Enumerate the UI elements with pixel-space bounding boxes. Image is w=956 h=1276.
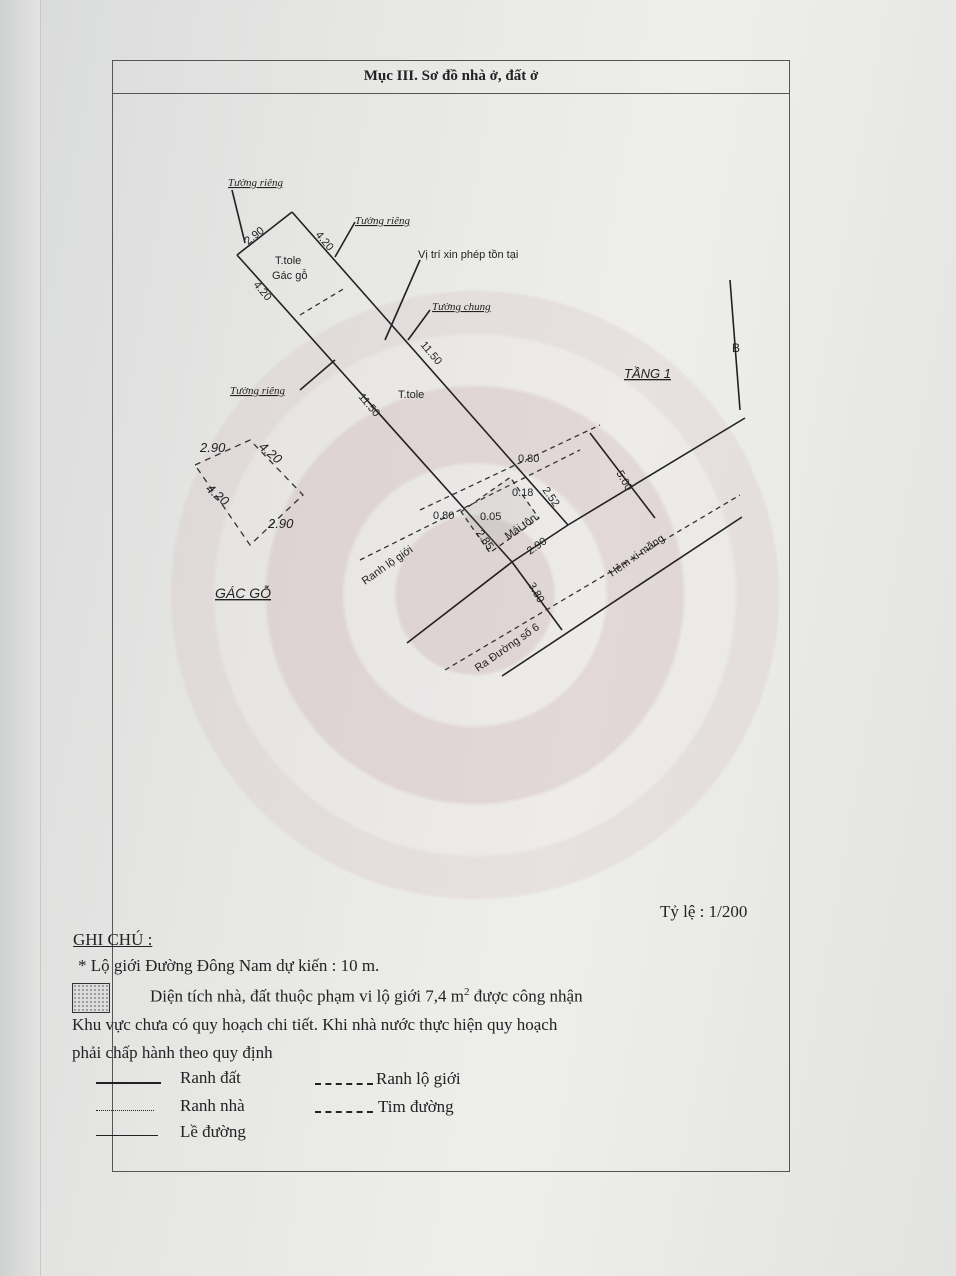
legend-solid-line	[96, 1082, 161, 1084]
label-wall-shared: Tường chung	[432, 301, 491, 313]
road-centerline	[444, 494, 741, 671]
legend-dotted-line	[96, 1110, 154, 1111]
lot-front-edge	[511, 524, 569, 563]
label-permit-location: Vị trí xin phép tồn tại	[418, 249, 518, 261]
label-wall-private-2: Tường riêng	[355, 215, 410, 227]
sketch-dim-c: 4.20	[203, 481, 233, 509]
road-boundary-1	[419, 424, 601, 511]
dim-left-top: 4.20	[251, 279, 274, 303]
sketch-label: GÁC GỖ	[215, 584, 271, 601]
legend-centerline: Tim đường	[378, 1097, 454, 1116]
label-boundary: Ranh lộ giới	[360, 544, 415, 588]
sketch-dim-a: 2.90	[199, 440, 226, 455]
road-boundary-2	[359, 449, 581, 561]
north-label: B	[732, 341, 740, 355]
legend-dashed-line	[315, 1083, 373, 1085]
legend-curb: Lề đường	[180, 1122, 246, 1141]
label-roof-loft: T.tole	[275, 255, 301, 267]
diagram-frame	[112, 60, 790, 1172]
note-area-end: được công nhận	[469, 986, 583, 1006]
page-title: Mục III. Sơ đồ nhà ở, đất ở	[363, 68, 539, 84]
legend-land-boundary: Ranh đất	[180, 1068, 241, 1087]
note-area: Diện tích nhà, đất thuộc phạm vi lộ giới…	[150, 986, 583, 1007]
dim-top-width: 2.90	[242, 225, 266, 248]
page-fold	[0, 0, 41, 1276]
note-area-text: Diện tích nhà, đất thuộc phạm vi lộ giới…	[150, 986, 464, 1006]
legend-house-boundary: Ranh nhà	[180, 1096, 245, 1115]
alley-dim-line	[589, 432, 656, 519]
lot-right-edge	[291, 211, 569, 526]
legend-road-boundary: Ranh lộ giới	[376, 1069, 461, 1088]
legend-dashdot-line	[315, 1111, 373, 1113]
title-bar: Mục III. Sơ đồ nhà ở, đất ở	[112, 60, 790, 94]
notes-heading: GHI CHÚ :	[73, 930, 153, 949]
dim-005: 0.05	[480, 511, 501, 523]
dim-right-long: 11.50	[418, 339, 444, 367]
road-width-line	[511, 561, 563, 631]
label-floor: TẦNG 1	[624, 366, 671, 381]
sketch-dim-d: 2.90	[267, 516, 294, 531]
dim-setback-left: 0.80	[433, 510, 454, 522]
label-wall-private-1: Tường riêng	[228, 177, 283, 189]
lot-left-edge	[236, 254, 513, 563]
awning-area	[460, 476, 540, 554]
label-roof-main: T.tole	[398, 389, 424, 401]
dim-right-top: 4.20	[313, 229, 336, 253]
watermark-seal	[170, 290, 780, 900]
sketch-rect	[194, 439, 304, 546]
alley-edge	[567, 417, 746, 526]
label-road: Ra Đường số 6	[473, 621, 542, 674]
label-loft: Gác gỗ	[272, 269, 307, 282]
note-compliance: phải chấp hành theo quy định	[72, 1043, 273, 1062]
hatched-area-swatch	[72, 983, 110, 1013]
lot-top-edge	[236, 211, 293, 256]
loft-line	[299, 287, 346, 316]
legend-curb-line	[96, 1135, 158, 1136]
dim-018: 0.18	[512, 487, 533, 499]
dim-alley-width: 5.00	[613, 469, 634, 494]
dim-left-long: 11.50	[356, 391, 382, 419]
note-planning: Khu vực chưa có quy hoạch chi tiết. Khi …	[72, 1015, 558, 1034]
note-area-sup: 2	[464, 986, 470, 998]
dim-setback-right: 0.80	[518, 453, 539, 465]
curb-line	[501, 516, 743, 677]
note-road-width: * Lộ giới Đường Đông Nam dự kiến : 10 m.	[78, 956, 380, 975]
scale-label: Tỷ lệ : 1/200	[660, 902, 748, 921]
label-wall-private-3: Tường riêng	[230, 385, 285, 397]
dim-front-width: 2.90	[525, 535, 549, 557]
north-arrow-shaft	[729, 279, 741, 411]
sketch-dim-b: 4.20	[256, 439, 286, 467]
road-edge	[406, 561, 513, 644]
dim-road-width: 3.80	[525, 581, 546, 606]
